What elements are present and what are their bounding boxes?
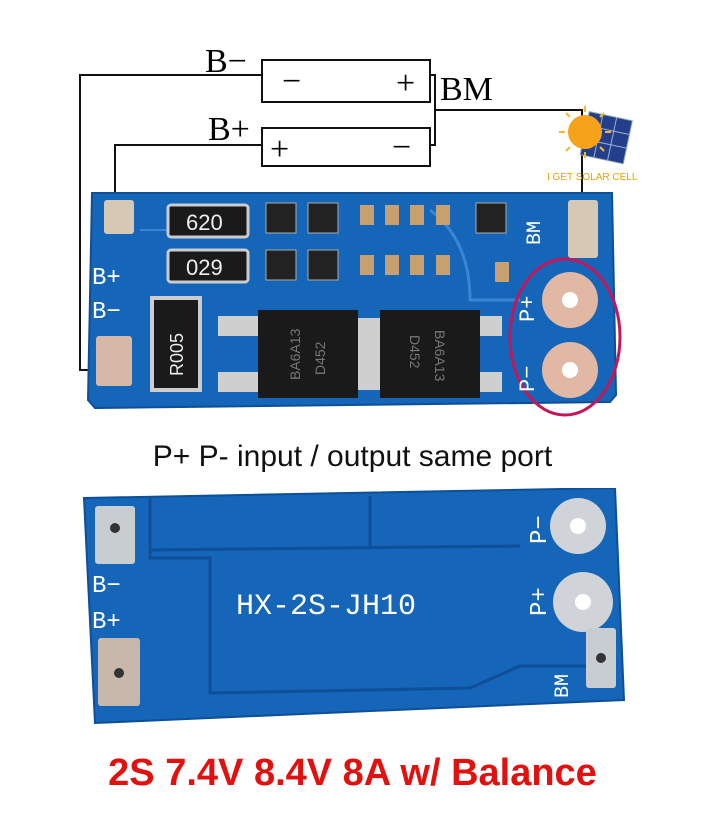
resistor-620-label: 620 bbox=[186, 210, 223, 235]
b-minus-wire-label: B− bbox=[205, 43, 247, 80]
battery-cell-1: − + bbox=[261, 59, 431, 103]
cell1-neg-label: − bbox=[282, 63, 301, 100]
logo-text: I GET SOLAR CELL bbox=[547, 172, 638, 183]
pad-bm-top bbox=[568, 200, 598, 258]
bm-wire-label: BM bbox=[440, 71, 493, 108]
bottom-pcb: HX-2S-JH10 B− B+ P− P+ BM bbox=[82, 488, 626, 725]
shunt-label: R005 bbox=[167, 333, 187, 376]
mosfet1-label: D452 bbox=[312, 341, 328, 375]
bottom-board-illustration: HX-2S-JH10 B− B+ P− P+ BM bbox=[82, 488, 626, 725]
silk-b-minus-top: B− bbox=[92, 299, 121, 326]
mosfet2-sub-label: BA6A13 bbox=[432, 330, 448, 382]
silk-p-minus-top: P− bbox=[516, 366, 541, 392]
silk-bm-bottom: BM bbox=[552, 674, 575, 698]
silk-b-plus-bottom: B+ bbox=[92, 609, 121, 636]
pad-b-plus-top bbox=[104, 200, 134, 234]
silk-b-minus-bottom: B− bbox=[92, 573, 121, 600]
pad-b-minus-top bbox=[96, 336, 132, 386]
caption-text: P+ P- input / output same port bbox=[152, 440, 553, 473]
model-label: HX-2S-JH10 bbox=[236, 590, 416, 624]
b-plus-wire-label: B+ bbox=[208, 111, 250, 148]
top-pcb: 620 029 R005 BA6A13 D452 D452 BA6A13 bbox=[86, 192, 622, 417]
silk-p-plus-top: P+ bbox=[516, 296, 541, 322]
sun-icon bbox=[568, 115, 602, 149]
cell2-neg-label: − bbox=[392, 129, 411, 166]
pad-b-minus-bottom bbox=[95, 506, 135, 564]
top-board-illustration: − + + − B− B+ BM I GET SOLAR CELL bbox=[79, 43, 638, 417]
cell1-pos-label: + bbox=[396, 65, 415, 102]
mosfet2-label: D452 bbox=[407, 335, 423, 369]
silk-b-plus-top: B+ bbox=[92, 265, 121, 292]
resistor-029-label: 029 bbox=[186, 255, 223, 280]
product-title: 2S 7.4V 8.4V 8A w/ Balance bbox=[108, 752, 597, 794]
cell2-pos-label: + bbox=[270, 131, 289, 168]
silk-p-minus-bottom: P− bbox=[527, 515, 554, 544]
battery-cell-2: + − bbox=[261, 127, 431, 168]
p-ports-highlight bbox=[508, 257, 622, 417]
silk-p-plus-bottom: P+ bbox=[527, 587, 554, 616]
mosfet1-sub-label: BA6A13 bbox=[287, 328, 303, 380]
solar-logo: I GET SOLAR CELL bbox=[547, 106, 638, 183]
silk-bm-top: BM bbox=[524, 221, 547, 245]
